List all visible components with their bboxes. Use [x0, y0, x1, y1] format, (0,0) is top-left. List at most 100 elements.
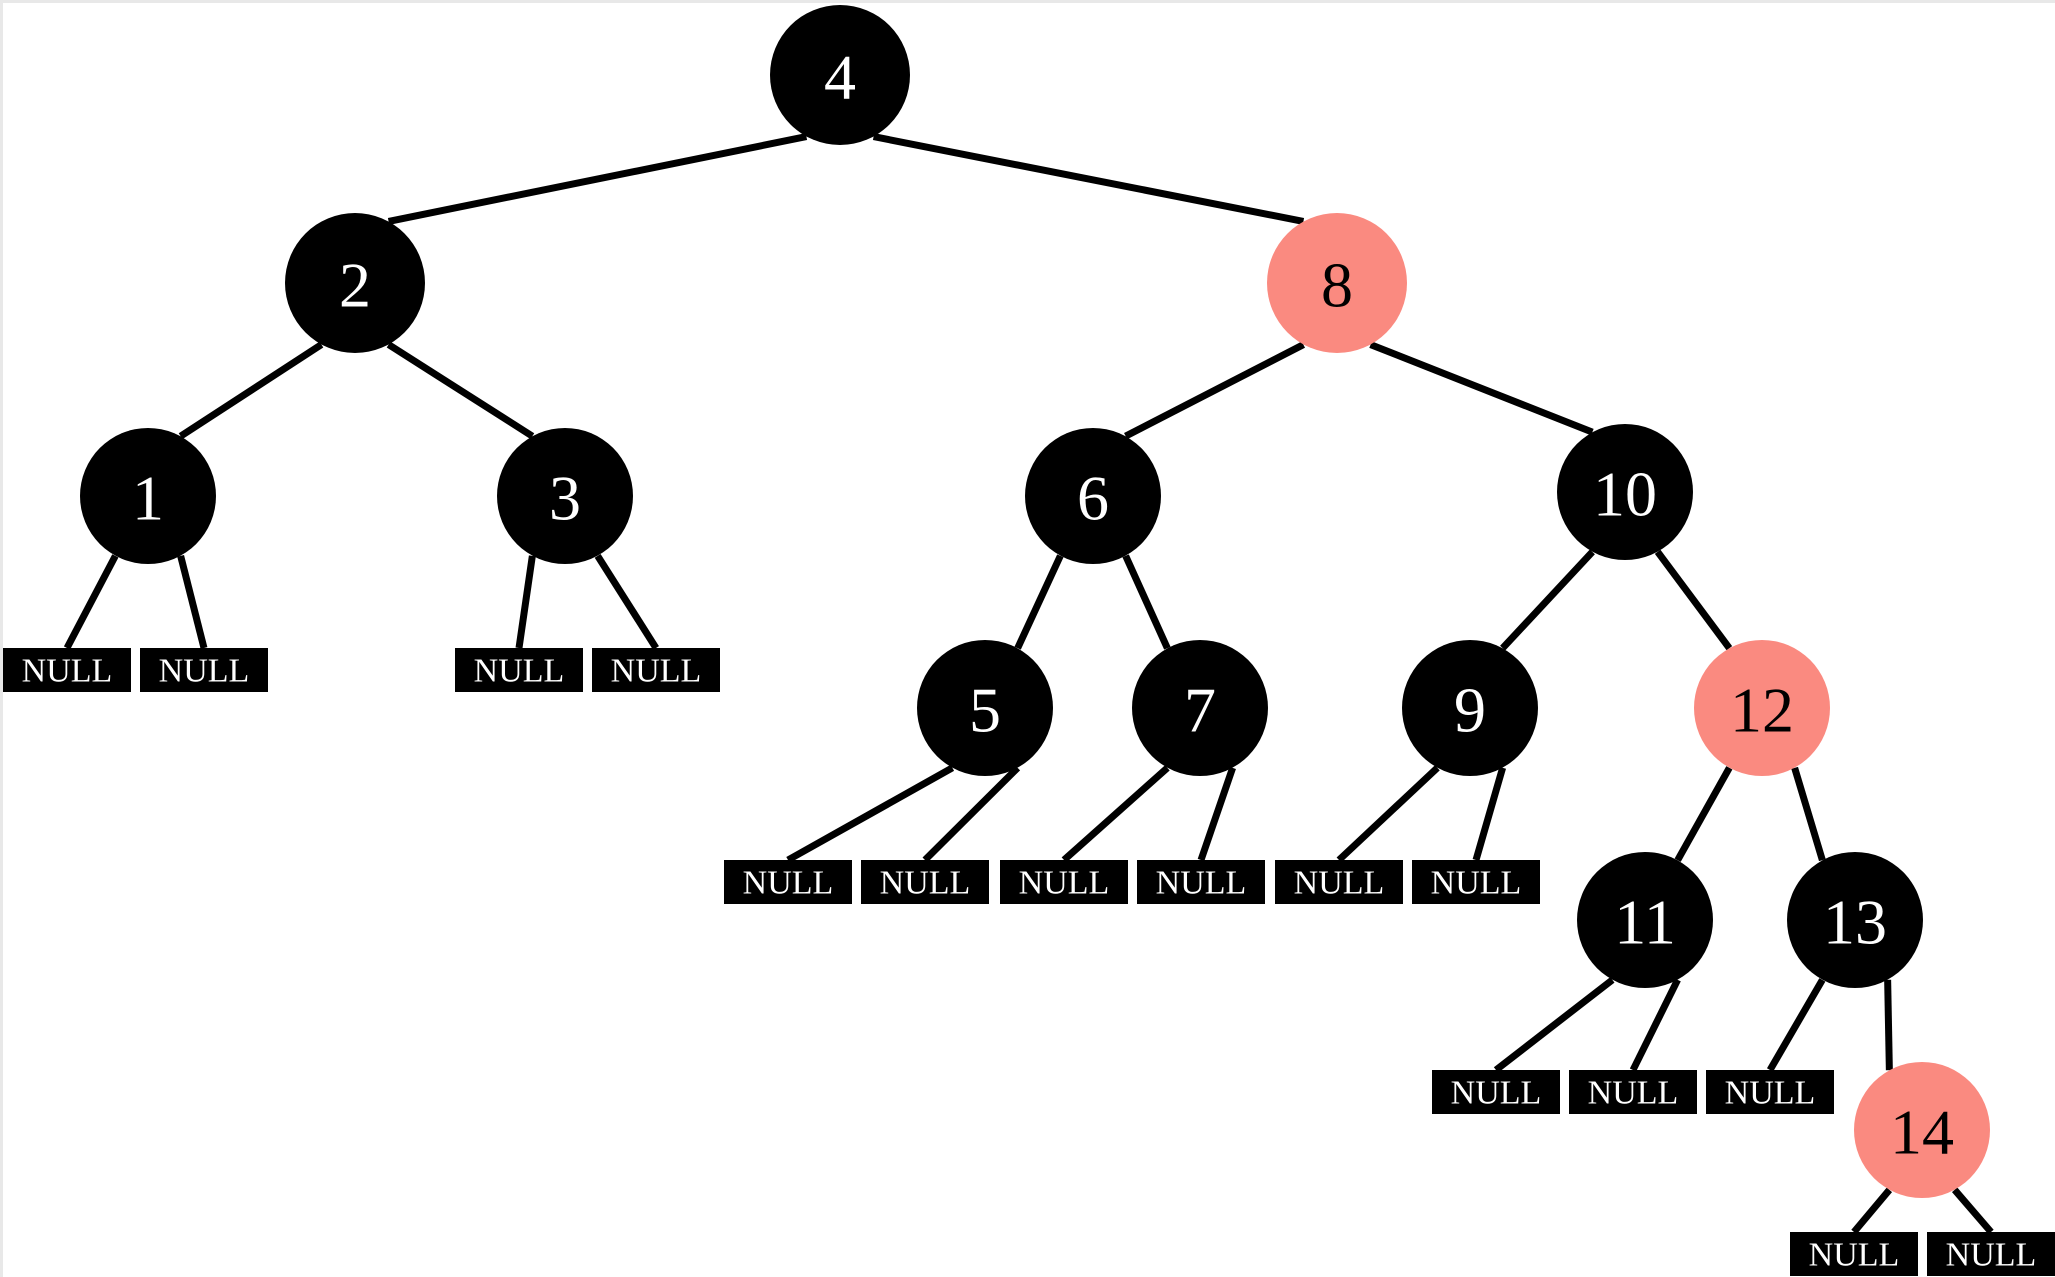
tree-edge: [1061, 765, 1170, 863]
tree-edge: [1629, 978, 1681, 1072]
null-leaf: NULL: [1275, 860, 1403, 904]
null-leaf-label: NULL: [159, 653, 250, 690]
null-leaf-box: [1000, 860, 1128, 904]
tree-edge: [1766, 978, 1826, 1072]
null-leaf: NULL: [724, 860, 852, 904]
node-label: 1: [132, 463, 164, 534]
null-leaf-box: [1927, 1232, 2055, 1276]
tree-edge: [1014, 554, 1064, 650]
null-leaf-label: NULL: [611, 653, 702, 690]
null-leaf: NULL: [861, 860, 989, 904]
null-leaf-label: NULL: [743, 865, 834, 902]
node-circle-red: [1267, 213, 1407, 353]
tree-edge: [786, 764, 955, 864]
tree-node-3[interactable]: 3: [497, 428, 633, 564]
null-leaf-label: NULL: [474, 653, 565, 690]
node-circle-black: [1025, 428, 1161, 564]
left-border-rule: [0, 0, 3, 1277]
null-leaf-box: [140, 648, 268, 692]
tree-edge: [1674, 766, 1733, 862]
null-leaf-box: [455, 648, 583, 692]
null-leaf: NULL: [140, 648, 268, 692]
tree-edge: [872, 133, 1305, 225]
null-leaf-box: [861, 860, 989, 904]
tree-node-1[interactable]: 1: [80, 428, 216, 564]
null-leaf: NULL: [3, 648, 131, 692]
null-leaf: NULL: [1000, 860, 1128, 904]
tree-node-11[interactable]: 11: [1577, 852, 1713, 988]
null-leaf-box: [3, 648, 131, 692]
node-label: 2: [339, 250, 371, 321]
tree-edge: [1884, 979, 1893, 1071]
null-leaf: NULL: [455, 648, 583, 692]
node-circle-black: [1557, 424, 1693, 560]
null-leaf: NULL: [1569, 1070, 1697, 1114]
tree-node-8[interactable]: 8: [1267, 213, 1407, 353]
tree-edge: [63, 554, 119, 650]
node-circle-black: [80, 428, 216, 564]
tree-edge: [1336, 765, 1440, 863]
node-circle-black: [497, 428, 633, 564]
tree-edge: [1791, 766, 1826, 862]
null-leaf-box: [1790, 1232, 1918, 1276]
tree-node-5[interactable]: 5: [917, 640, 1053, 776]
node-label: 14: [1890, 1097, 1954, 1168]
tree-edge: [922, 765, 1021, 863]
null-leaf: NULL: [1706, 1070, 1834, 1114]
null-leaf-label: NULL: [1156, 865, 1247, 902]
tree-node-6[interactable]: 6: [1025, 428, 1161, 564]
null-leaf: NULL: [1412, 860, 1540, 904]
tree-node-13[interactable]: 13: [1787, 852, 1923, 988]
null-leaf-label: NULL: [1431, 865, 1522, 902]
node-label: 4: [824, 42, 856, 113]
null-leaf-box: [592, 648, 720, 692]
tree-edge: [1951, 1187, 1994, 1235]
null-leaf-box: [1137, 860, 1265, 904]
null-leaf: NULL: [1927, 1232, 2055, 1276]
tree-edge: [386, 341, 535, 440]
null-leaf-box: [724, 860, 852, 904]
tree-edge: [1197, 766, 1236, 862]
tree-node-12[interactable]: 12: [1694, 640, 1830, 776]
tree-edge: [177, 554, 208, 649]
null-leaf-box: [1569, 1070, 1697, 1114]
tree-edge: [387, 133, 808, 225]
tree-node-2[interactable]: 2: [285, 213, 425, 353]
tree-node-4[interactable]: 4: [770, 5, 910, 145]
null-leaf-box: [1432, 1070, 1560, 1114]
null-leaf-label: NULL: [1946, 1237, 2037, 1274]
null-leaf: NULL: [592, 648, 720, 692]
node-circle-black: [1787, 852, 1923, 988]
null-leaf-label: NULL: [1451, 1075, 1542, 1112]
node-label: 6: [1077, 463, 1109, 534]
null-leaf-label: NULL: [880, 865, 971, 902]
tree-node-14[interactable]: 14: [1854, 1062, 1990, 1198]
null-leaf: NULL: [1790, 1232, 1918, 1276]
null-leaf-label: NULL: [1294, 865, 1385, 902]
node-circle-black: [1402, 640, 1538, 776]
tree-edge: [515, 555, 536, 649]
node-circle-black: [1132, 640, 1268, 776]
null-leaf-label: NULL: [1019, 865, 1110, 902]
top-border-rule: [0, 0, 2055, 3]
null-leaf-box: [1706, 1070, 1834, 1114]
node-label: 7: [1184, 675, 1216, 746]
tree-node-9[interactable]: 9: [1402, 640, 1538, 776]
node-circle-black: [1577, 852, 1713, 988]
tree-node-7[interactable]: 7: [1132, 640, 1268, 776]
tree-edge: [1654, 549, 1733, 651]
node-label: 5: [969, 675, 1001, 746]
null-leaf: NULL: [1137, 860, 1265, 904]
node-label: 3: [549, 463, 581, 534]
tree-node-10[interactable]: 10: [1557, 424, 1693, 560]
tree-edge: [1122, 554, 1171, 650]
tree-edge: [1851, 1187, 1893, 1235]
node-label: 9: [1454, 675, 1486, 746]
tree-edge: [1472, 766, 1507, 861]
node-label: 10: [1593, 459, 1657, 530]
null-leaf-label: NULL: [1588, 1075, 1679, 1112]
null-leaf-label: NULL: [1809, 1237, 1900, 1274]
tree-edge: [1124, 341, 1306, 440]
edges-layer: [63, 133, 1994, 1235]
